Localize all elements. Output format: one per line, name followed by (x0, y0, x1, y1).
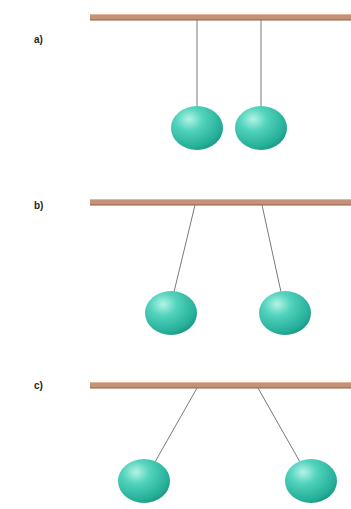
string (155, 388, 197, 462)
bar-highlight (90, 382, 351, 383)
panel-c-figure (90, 382, 351, 503)
string (197, 20, 198, 106)
bar-shadow (90, 20, 351, 21)
string (258, 388, 300, 462)
support-bar (90, 14, 351, 20)
ball (235, 106, 287, 150)
ball (285, 459, 337, 503)
bar-highlight (90, 14, 351, 15)
panel-label: b) (34, 201, 43, 211)
panel-label: a) (34, 35, 43, 45)
ball (145, 291, 197, 335)
support-bar (90, 382, 351, 388)
panel-b-figure (90, 199, 351, 335)
ball (171, 106, 223, 150)
panel-a-figure (90, 14, 351, 150)
bar-highlight (90, 199, 351, 200)
bar-shadow (90, 205, 351, 206)
ball (259, 291, 311, 335)
string (262, 205, 281, 292)
string (174, 205, 195, 292)
bar-shadow (90, 388, 351, 389)
string (261, 20, 262, 106)
panel-label: c) (34, 381, 43, 391)
ball (118, 459, 170, 503)
support-bar (90, 199, 351, 205)
